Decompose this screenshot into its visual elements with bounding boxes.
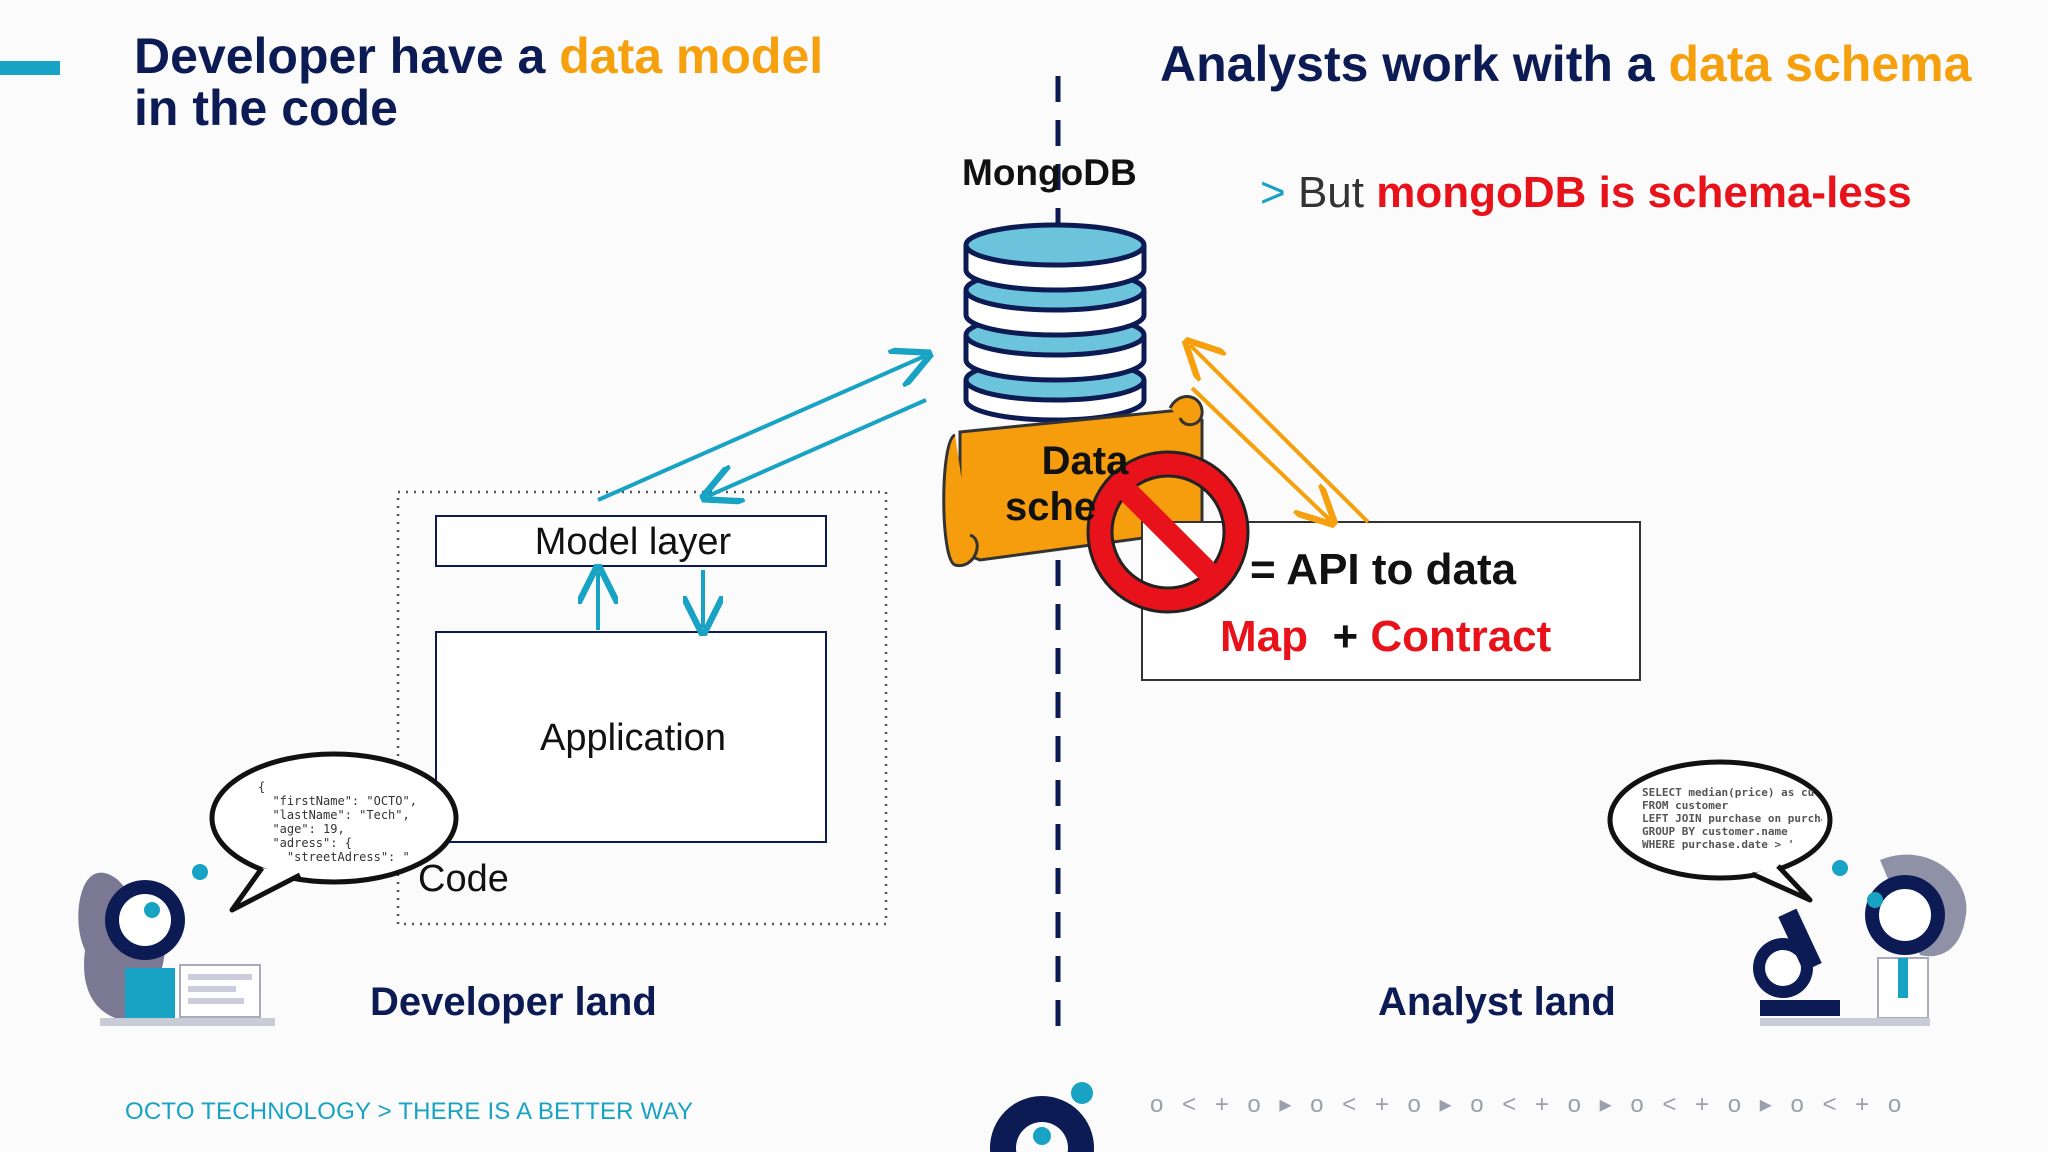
scroll-line-1: Data	[1041, 439, 1129, 483]
code-container	[396, 490, 888, 926]
sql-line: GROUP BY customer.name	[1642, 825, 1788, 838]
model-layer-box	[435, 515, 827, 567]
map-contract-label: Map + Contract	[1220, 612, 1551, 662]
api-label: = API to data	[1250, 545, 1517, 594]
octo-logo	[990, 1082, 1094, 1152]
model-layer-label: Model layer	[534, 521, 732, 563]
developer-title: Developer have a data model in the code	[134, 30, 823, 134]
contract-label: Contract	[1370, 612, 1552, 661]
code-to-db-arrow	[597, 356, 925, 502]
accent-bar	[0, 61, 60, 75]
scroll-label: Data sche	[985, 438, 1185, 530]
code-line: "lastName": "Tech",	[258, 808, 410, 822]
code-line: "firstName": "OCTO",	[258, 794, 417, 808]
sql-line: SELECT median(price) as cu	[1642, 786, 1815, 799]
developer-speech-bubble	[209, 751, 459, 885]
map-label: Map	[1220, 612, 1308, 661]
database-icon	[963, 222, 1147, 423]
analyst-title-text: Analysts work with a	[1160, 36, 1669, 92]
db-to-code-arrow	[708, 398, 927, 496]
note-highlight: mongoDB is schema-less	[1376, 168, 1912, 217]
code-label: Code	[418, 858, 509, 900]
sql-line: FROM customer	[1642, 799, 1729, 812]
developer-land-label: Developer land	[370, 980, 657, 1024]
developer-bubble-code: { "firstName": "OCTO", "lastName": "Tech…	[258, 780, 418, 880]
data-schema-highlight: data schema	[1668, 36, 1972, 92]
mongodb-label: MongoDB	[962, 152, 1137, 193]
analyst-bubble-sql: SELECT median(price) as cu FROM customer…	[1642, 786, 1822, 870]
code-line: "adress": {	[258, 836, 352, 850]
code-line: "age": 19,	[258, 822, 345, 836]
schema-less-note: > But mongoDB is schema-less	[1260, 168, 1912, 218]
data-model-highlight: data model	[559, 28, 824, 84]
application-box	[435, 631, 827, 843]
sql-line: WHERE purchase.date > '	[1642, 838, 1795, 851]
analyst-title: Analysts work with a data schema	[1160, 38, 1971, 90]
code-line: {	[258, 780, 266, 794]
analyst-illustration	[1753, 854, 1967, 1026]
developer-title-line2: in the code	[134, 80, 398, 136]
code-line: "streetAdress": "	[258, 850, 410, 864]
analyst-land-label: Analyst land	[1378, 980, 1616, 1024]
developer-title-text: Developer have a	[134, 28, 560, 84]
prohibited-icon	[1086, 450, 1250, 614]
application-label: Application	[540, 717, 726, 759]
note-prefix: But	[1297, 168, 1377, 217]
scroll-line-2: sche	[1005, 485, 1097, 529]
developer-illustration	[78, 864, 275, 1026]
note-marker: >	[1260, 168, 1286, 217]
sql-line: LEFT JOIN purchase on purcha	[1642, 812, 1822, 825]
footer-tagline: OCTO TECHNOLOGY > THERE IS A BETTER WAY	[125, 1098, 694, 1125]
footer-pattern: o < + o ▸ o < + o ▸ o < + o ▸ o < + o ▸ …	[1150, 1091, 1908, 1118]
db-to-api-arrow	[1190, 386, 1330, 520]
analyst-speech-bubble	[1607, 759, 1833, 881]
plus-sign: +	[1332, 612, 1359, 661]
